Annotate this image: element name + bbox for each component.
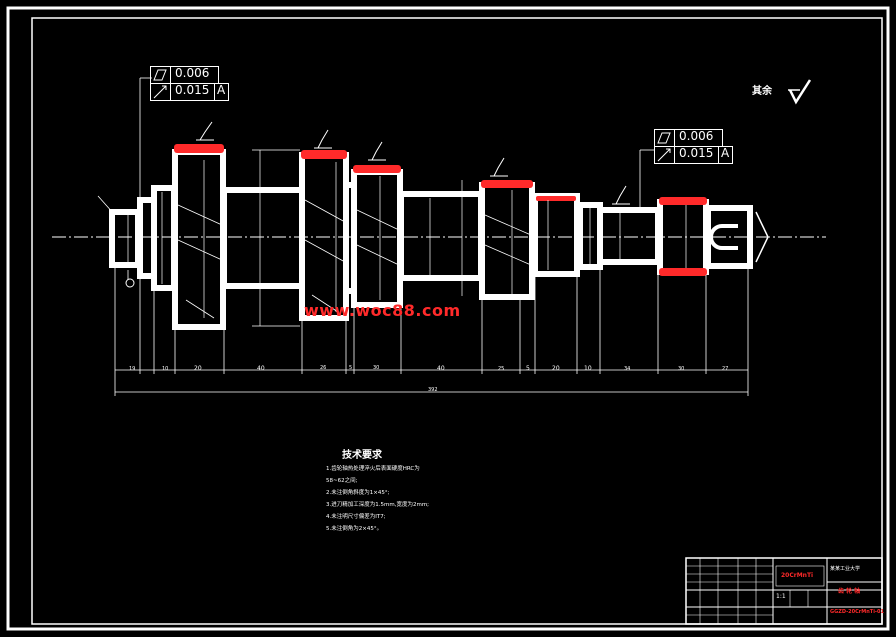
dim-seg-3: 20 <box>194 365 202 372</box>
gear-3 <box>351 169 403 308</box>
dim-seg-8: 40 <box>437 365 445 372</box>
title-block-school: 某某工业大学 <box>830 566 861 572</box>
shaft-segment-6 <box>398 191 484 281</box>
shaft-segment-3 <box>151 185 177 291</box>
end-bracket <box>755 211 769 263</box>
highlight-gear-4 <box>481 180 533 188</box>
dimension-lines <box>114 268 749 396</box>
title-block-part-name: 齿 轮 轴 <box>838 588 861 595</box>
cylindricity-icon <box>153 69 167 81</box>
shaft-segment-1 <box>109 209 141 268</box>
highlight-bearing-bottom <box>659 268 707 276</box>
gear-4 <box>479 182 535 300</box>
dim-seg-10: 5 <box>526 365 530 372</box>
title-block <box>685 557 883 625</box>
shaft-segment-4 <box>221 187 305 289</box>
title-block-material: 20CrMnTi <box>781 572 814 579</box>
roughness-check-icon <box>788 79 812 105</box>
material-cell <box>775 565 825 587</box>
surface-note-label: 其余 <box>752 86 772 97</box>
tech-requirement-6: 5.未注倒角为2×45°。 <box>326 526 383 532</box>
tolerance-right-value-1: 0.006 <box>679 129 714 143</box>
datum-a-marker <box>125 278 135 288</box>
watermark-text: www.woc88.com <box>304 301 461 320</box>
dim-seg-5: 26 <box>320 365 327 371</box>
tech-requirement-1: 1.齿轮轴热处理淬火后表面硬度HRC为 <box>326 466 420 472</box>
dim-total: 392 <box>428 387 438 393</box>
tech-requirement-4: 3.进刀精加工深度为1.5mm,宽度为2mm; <box>326 502 430 508</box>
dim-seg-13: 34 <box>624 366 631 372</box>
dim-seg-6: 5 <box>349 365 353 371</box>
highlight-segment-7 <box>536 196 576 201</box>
gear-1 <box>172 149 226 330</box>
dim-seg-14: 30 <box>678 366 685 372</box>
dim-seg-12: 10 <box>584 365 592 372</box>
tolerance-left-value-1: 0.006 <box>175 66 210 80</box>
highlight-gear-3 <box>353 165 401 173</box>
shaft-segment-7 <box>532 193 580 277</box>
surface-finish-marks <box>196 121 630 205</box>
inner-border <box>31 17 883 625</box>
title-block-scale: 1:1 <box>776 593 786 600</box>
dim-seg-2: 10 <box>162 366 169 372</box>
tolerance-leaders <box>97 77 654 280</box>
shaft-end <box>705 205 753 269</box>
tech-requirements-title: 技术要求 <box>342 450 382 461</box>
dim-seg-7: 30 <box>373 365 380 371</box>
tolerance-left-datum: A <box>217 83 226 97</box>
runout-icon <box>153 85 167 99</box>
highlight-gear-1 <box>174 144 224 153</box>
shaft-segment-9 <box>597 207 661 265</box>
runout-icon <box>657 148 671 162</box>
tech-requirement-3: 2.未注倒角斜度为1×45°; <box>326 490 390 496</box>
cylindricity-icon <box>657 132 671 144</box>
keyway <box>709 224 738 250</box>
outer-border <box>6 6 890 631</box>
highlight-bearing-top <box>659 197 707 205</box>
dim-seg-15: 27 <box>722 366 729 372</box>
inner-dimensions <box>127 149 687 327</box>
dim-seg-1: 19 <box>129 366 136 372</box>
title-block-drawing-no: GGZD-20CrMnTi-01 <box>830 609 884 615</box>
tolerance-right-datum: A <box>721 146 730 160</box>
tolerance-frame-left: 0.006 0.015 A <box>150 66 240 106</box>
dim-seg-9: 25 <box>498 366 505 372</box>
highlight-bars <box>174 144 707 276</box>
dim-seg-11: 20 <box>552 365 560 372</box>
tolerance-frame-right-box <box>654 129 733 164</box>
tech-requirement-2: 58~62之间; <box>326 478 358 484</box>
gear-hatching <box>177 199 532 319</box>
highlight-gear-2 <box>301 150 347 159</box>
tolerance-right-value-2: 0.015 <box>679 146 714 160</box>
tolerance-left-value-2: 0.015 <box>175 83 210 97</box>
tolerance-frame-left-box <box>150 66 229 101</box>
dim-seg-4: 40 <box>257 365 265 372</box>
tech-requirement-5: 4.未注明尺寸偏差为IT7; <box>326 514 386 520</box>
tolerance-frame-right: 0.006 0.015 A <box>654 129 744 169</box>
